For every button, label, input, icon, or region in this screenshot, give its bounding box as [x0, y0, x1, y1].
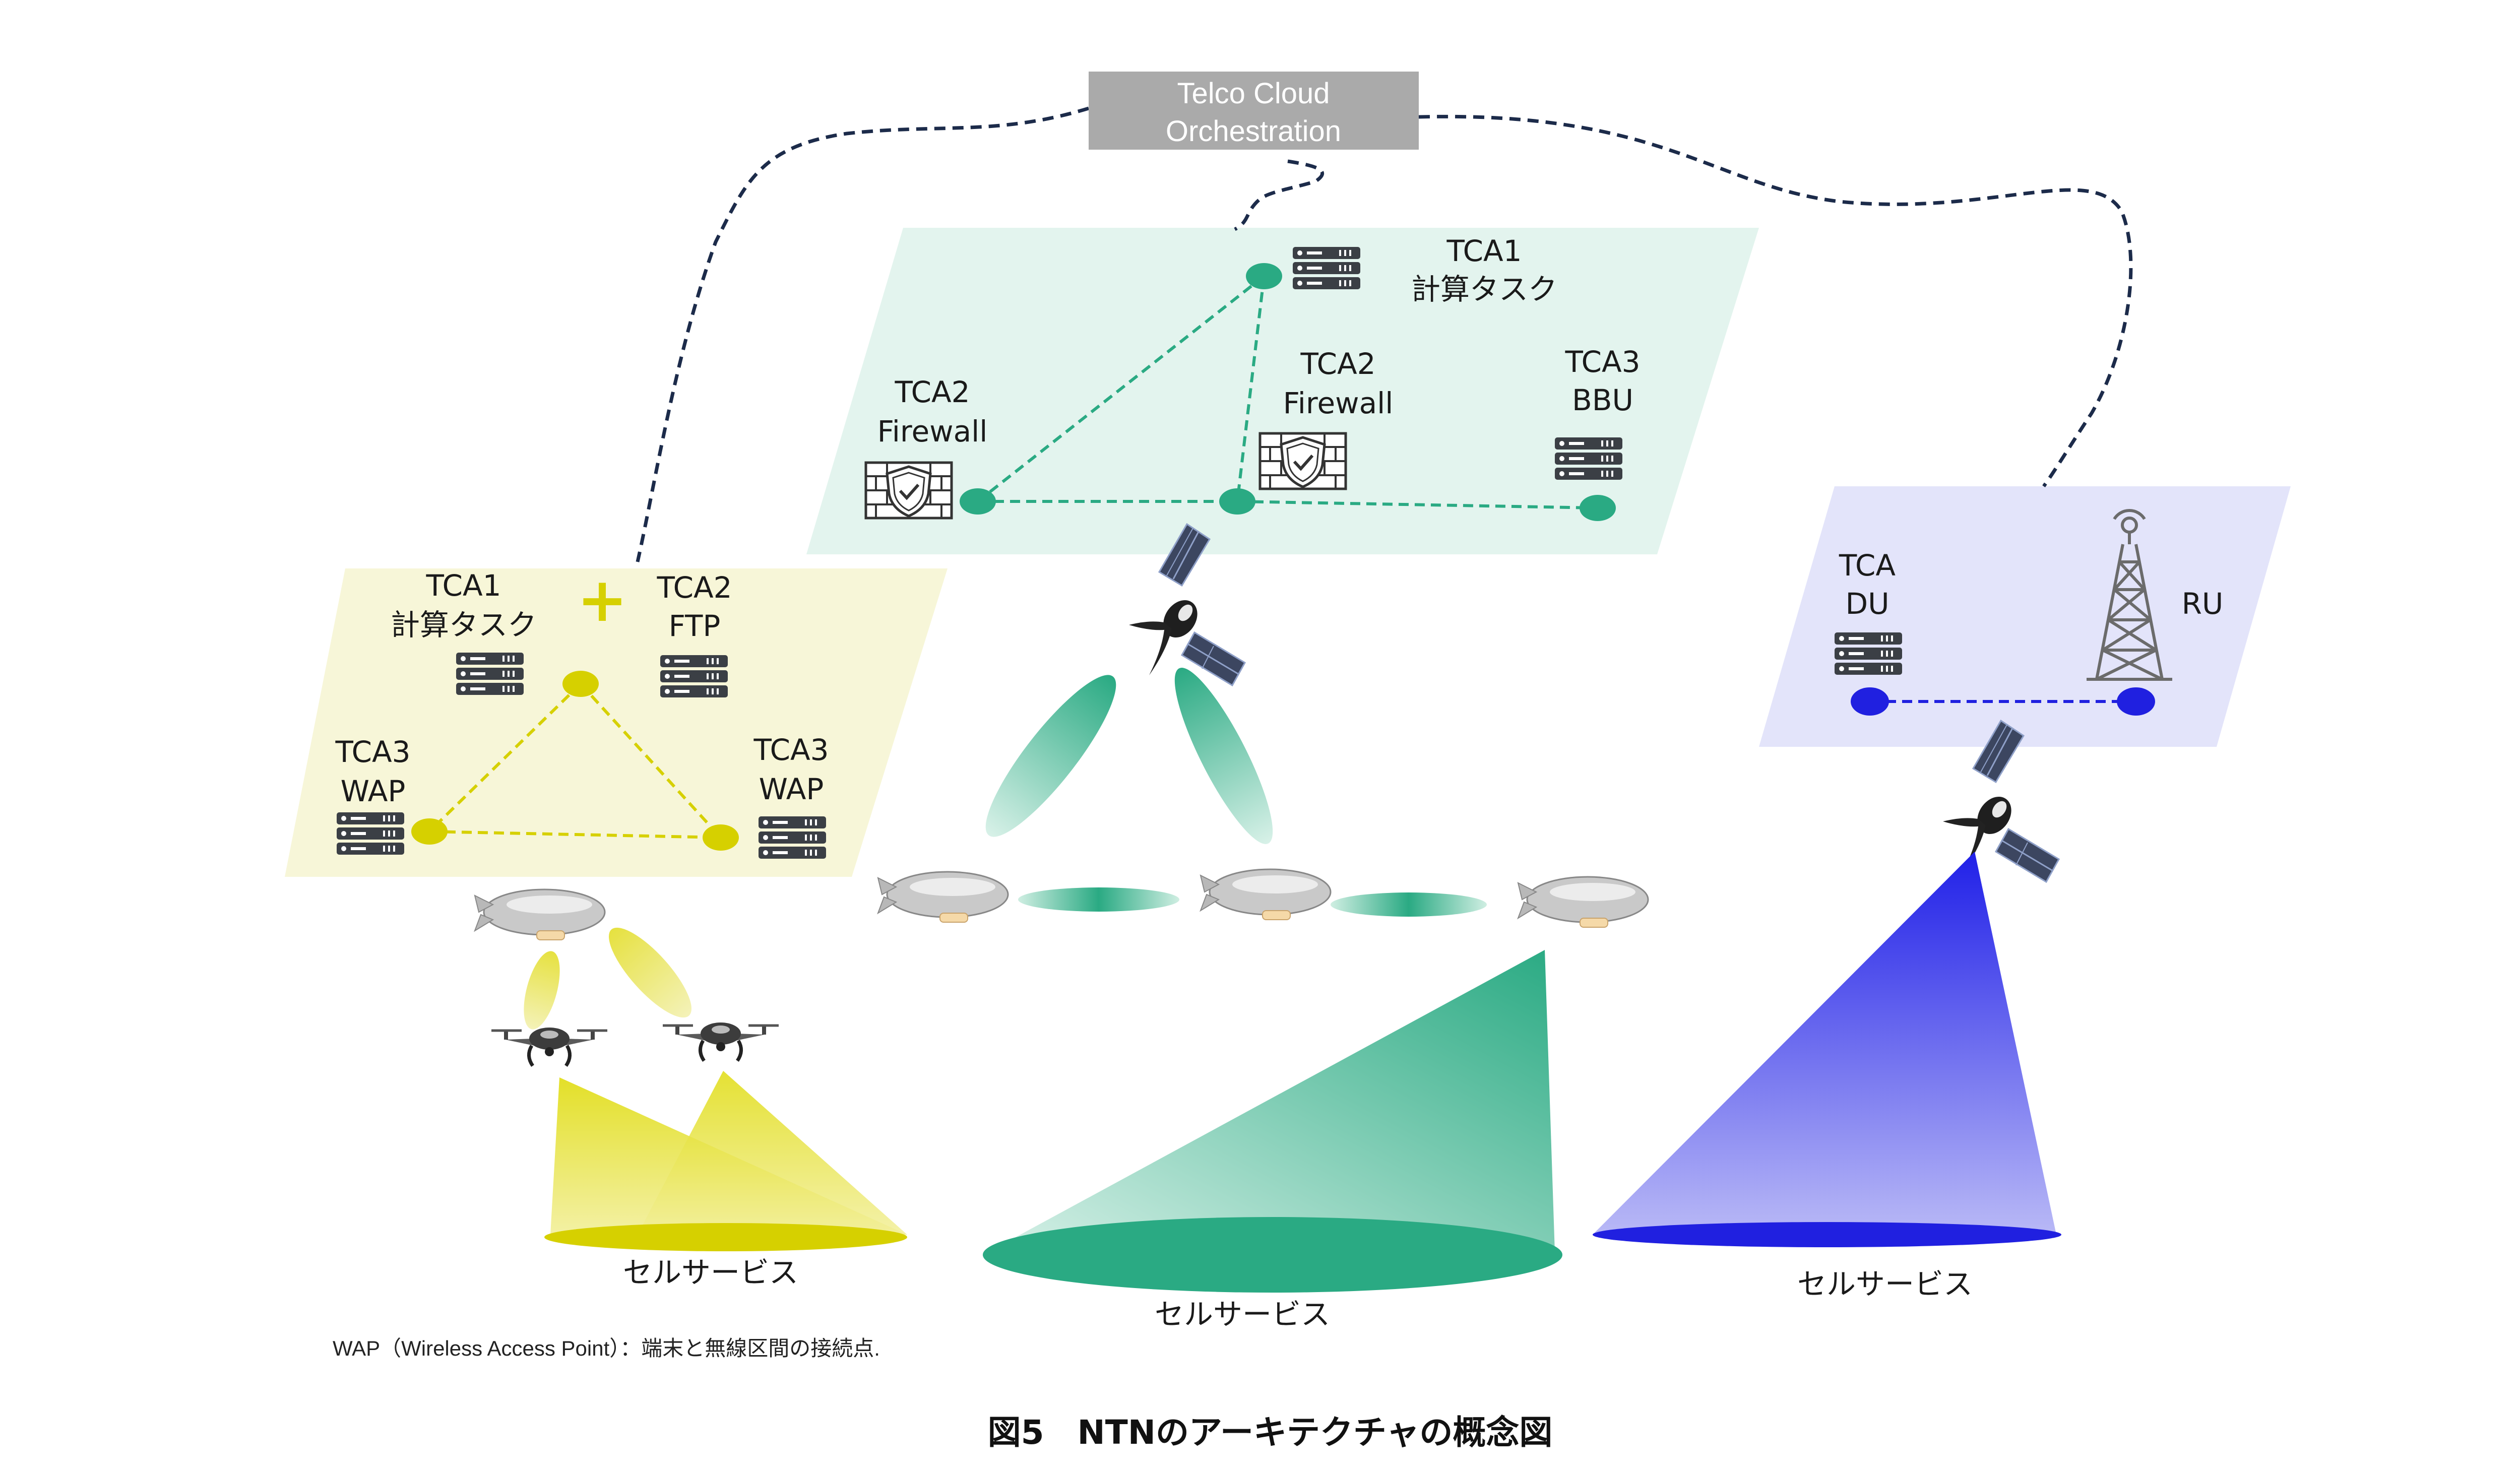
blimp-icon — [877, 871, 1009, 923]
server-icon — [1293, 247, 1360, 289]
figure-caption: 図5 NTNのアーキテクチャの概念図 — [988, 1413, 1553, 1452]
server-icon — [337, 812, 404, 855]
green-beam-right — [1174, 668, 1273, 844]
blue-node-du — [1851, 687, 1889, 716]
green-tca1-line1: TCA1 — [1446, 234, 1522, 268]
radio-tower-icon — [2087, 509, 2172, 681]
yellow-tca1-line1: TCA1 — [425, 568, 501, 603]
orchestration-links — [636, 106, 2133, 562]
green-node-right — [1580, 495, 1616, 521]
footnote: WAP（Wireless Access Point）：端末と無線区間の接続点. — [333, 1336, 880, 1360]
yellow-tca1-line2: 計算タスク — [391, 608, 537, 642]
blue-ru-label: RU — [2182, 587, 2224, 621]
yellow-tca3-right-line2: WAP — [759, 772, 824, 806]
plus-icon: + — [577, 565, 628, 635]
yellow-tca2-line1: TCA2 — [656, 570, 732, 605]
blimp-icon — [474, 888, 606, 941]
blue-tca-line1: TCA — [1839, 548, 1896, 583]
green-region-content: TCA1 計算タスク TCA2 Firewall TCA2 Firewall T… — [866, 234, 1641, 521]
orchestrator-line1: Telco Cloud — [1177, 77, 1330, 110]
green-beam-link-2 — [1331, 892, 1487, 917]
green-tca2-left-line1: TCA2 — [894, 375, 970, 409]
yellow-node-top — [562, 671, 599, 697]
yellow-node-left — [411, 818, 448, 845]
green-cell-footprint — [983, 1217, 1562, 1293]
green-tca2-center-line1: TCA2 — [1300, 347, 1375, 381]
yellow-coverage-beam-right — [638, 1071, 907, 1235]
green-tca2-left-line2: Firewall — [877, 414, 988, 449]
green-tca2-center-line2: Firewall — [1283, 386, 1394, 420]
cell-service-label-yellow: セルサービス — [623, 1255, 798, 1290]
yellow-beam-left — [524, 951, 560, 1030]
blue-node-ru — [2117, 687, 2155, 716]
green-tca1-line2: 計算タスク — [1411, 272, 1557, 306]
orchestrator-line2: Orchestration — [1166, 115, 1341, 148]
drone-icon — [663, 1022, 779, 1061]
server-icon — [1555, 437, 1622, 480]
green-region — [806, 228, 1759, 554]
blue-region-content: TCA DU RU — [1835, 509, 2224, 716]
blue-cell-footprint — [1593, 1222, 2061, 1247]
server-icon — [1835, 632, 1902, 675]
green-beam-left — [985, 675, 1116, 837]
green-node-top — [1246, 263, 1282, 289]
yellow-cell-footprint — [544, 1223, 907, 1251]
green-tca3-line2: BBU — [1572, 383, 1633, 417]
firewall-icon — [866, 463, 952, 518]
blue-tca-line2: DU — [1845, 587, 1889, 621]
cell-service-label-blue: セルサービス — [1797, 1267, 1973, 1301]
blimp-icon — [1517, 876, 1649, 928]
yellow-tca3-right-line1: TCA3 — [753, 733, 829, 767]
green-tca3-line1: TCA3 — [1564, 345, 1640, 379]
cell-service-label-green: セルサービス — [1155, 1297, 1330, 1331]
yellow-tca3-left-line2: WAP — [341, 774, 406, 808]
green-node-left — [960, 488, 996, 515]
yellow-node-right — [703, 824, 739, 851]
green-beam-link-1 — [1018, 887, 1179, 912]
green-coverage-beam — [988, 950, 1555, 1252]
yellow-tca3-left-line1: TCA3 — [335, 735, 410, 769]
green-node-center — [1219, 488, 1255, 515]
blimp-icon — [1200, 868, 1332, 921]
yellow-region-content: TCA1 計算タスク + TCA2 FTP TCA3 WAP TCA3 WAP — [335, 565, 829, 859]
server-icon — [759, 816, 826, 859]
blue-region — [1759, 486, 2291, 747]
blue-coverage-beam — [1593, 852, 2056, 1235]
yellow-beam-right — [609, 927, 691, 1018]
server-icon — [660, 655, 728, 697]
server-icon — [456, 653, 524, 695]
firewall-icon — [1260, 433, 1346, 489]
yellow-tca2-line2: FTP — [669, 609, 721, 643]
telco-cloud-orchestration: Telco Cloud Orchestration — [1089, 72, 1419, 150]
drone-icon — [491, 1028, 607, 1066]
